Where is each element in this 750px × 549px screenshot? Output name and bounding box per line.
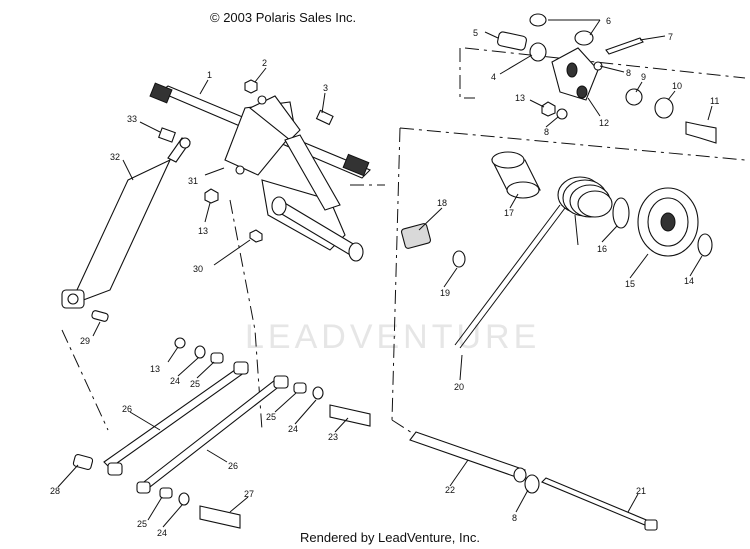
callout-1: 1 bbox=[207, 70, 212, 80]
callout-29: 29 bbox=[80, 336, 90, 346]
callout-24-mid: 24 bbox=[288, 424, 298, 434]
callout-13-top: 13 bbox=[515, 93, 525, 103]
callout-5: 5 bbox=[473, 28, 478, 38]
callout-7: 7 bbox=[668, 32, 673, 42]
callout-20: 20 bbox=[454, 382, 464, 392]
rendered-by-text: Rendered by LeadVenture, Inc. bbox=[300, 530, 480, 545]
callout-21: 21 bbox=[636, 486, 646, 496]
small-hardware bbox=[158, 79, 334, 243]
callout-30: 30 bbox=[193, 264, 203, 274]
part-17-tube bbox=[491, 151, 541, 199]
callout-23: 23 bbox=[328, 432, 338, 442]
callout-24-left: 24 bbox=[170, 376, 180, 386]
callout-labels: 1 2 3 4 5 6 7 8 8 8 9 10 11 12 13 13 13 … bbox=[50, 16, 719, 538]
callout-13-bottom: 13 bbox=[150, 364, 160, 374]
callout-24-bottom: 24 bbox=[157, 528, 167, 538]
callout-6: 6 bbox=[606, 16, 611, 26]
part-32-shock bbox=[61, 137, 191, 309]
part-14-15-16 bbox=[612, 187, 713, 257]
callout-10: 10 bbox=[672, 81, 682, 91]
callout-11: 11 bbox=[710, 96, 719, 106]
callout-8-top: 8 bbox=[626, 68, 631, 78]
callout-12: 12 bbox=[599, 118, 609, 128]
callout-13-mid: 13 bbox=[198, 226, 208, 236]
part-20-spring bbox=[454, 176, 613, 349]
part-18-19 bbox=[400, 223, 466, 268]
callout-25-left: 25 bbox=[190, 379, 200, 389]
callout-25-bottom: 25 bbox=[137, 519, 147, 529]
part-lower-tube bbox=[271, 196, 364, 262]
callout-14: 14 bbox=[684, 276, 694, 286]
copyright-text: © 2003 Polaris Sales Inc. bbox=[210, 10, 357, 25]
callout-25-mid: 25 bbox=[266, 412, 276, 422]
callout-22: 22 bbox=[445, 485, 455, 495]
callout-28: 28 bbox=[50, 486, 60, 496]
callout-26-upper: 26 bbox=[122, 404, 132, 414]
callout-4: 4 bbox=[491, 72, 496, 82]
callout-9: 9 bbox=[641, 72, 646, 82]
callout-19: 19 bbox=[440, 288, 450, 298]
callout-16: 16 bbox=[597, 244, 607, 254]
callout-8-bottom: 8 bbox=[512, 513, 517, 523]
lower-links bbox=[72, 310, 658, 531]
callout-32: 32 bbox=[110, 152, 120, 162]
callout-31: 31 bbox=[188, 176, 198, 186]
callout-27: 27 bbox=[244, 489, 254, 499]
callout-15: 15 bbox=[625, 279, 635, 289]
watermark: LEADVENTURE bbox=[245, 318, 541, 356]
callout-2: 2 bbox=[262, 58, 267, 68]
callout-18: 18 bbox=[437, 198, 447, 208]
top-right-hardware bbox=[497, 13, 717, 144]
callout-8-mid: 8 bbox=[544, 127, 549, 137]
callout-17: 17 bbox=[504, 208, 514, 218]
leader-lines bbox=[57, 19, 713, 528]
callout-26-lower: 26 bbox=[228, 461, 238, 471]
callout-33: 33 bbox=[127, 114, 137, 124]
callout-3: 3 bbox=[323, 83, 328, 93]
assembly-boundary-lines bbox=[61, 47, 746, 439]
